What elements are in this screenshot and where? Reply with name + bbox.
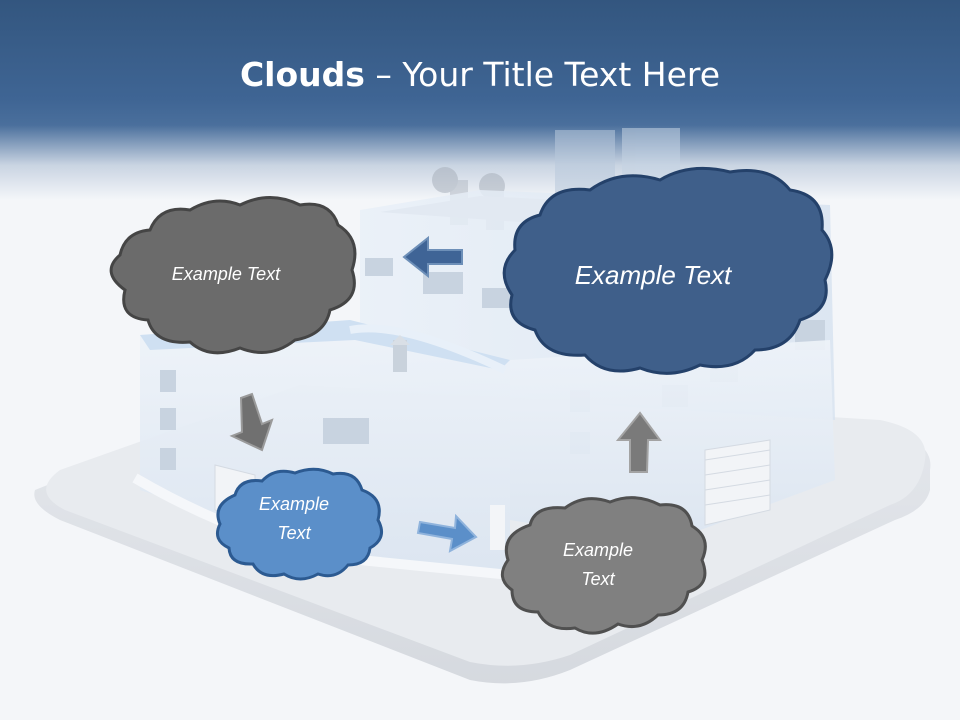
arrow-up [615,411,662,473]
cloud-bottom-left [216,467,384,581]
arrow-left [402,235,463,279]
cloud-top-left [109,196,357,355]
title-rest: Your Title Text Here [402,55,721,94]
cloud-bottom-right-text: Example Text [562,540,634,589]
building-right-wing [510,340,835,545]
cloud-top-left-text: Example Text [171,264,281,284]
cloud-top-right [502,166,834,375]
arrow-down-right [229,392,274,452]
cloud-top-right-text: Example Text [574,260,732,290]
slide-title: Clouds – Your Title Text Here [0,52,960,98]
title-separator: – [364,55,403,94]
header-band [0,0,960,200]
title-bold-part: Clouds [239,55,365,94]
cloud-bottom-left-text: Example Text [258,494,330,543]
arrow-right [416,513,478,553]
cloud-bottom-right [500,496,707,635]
